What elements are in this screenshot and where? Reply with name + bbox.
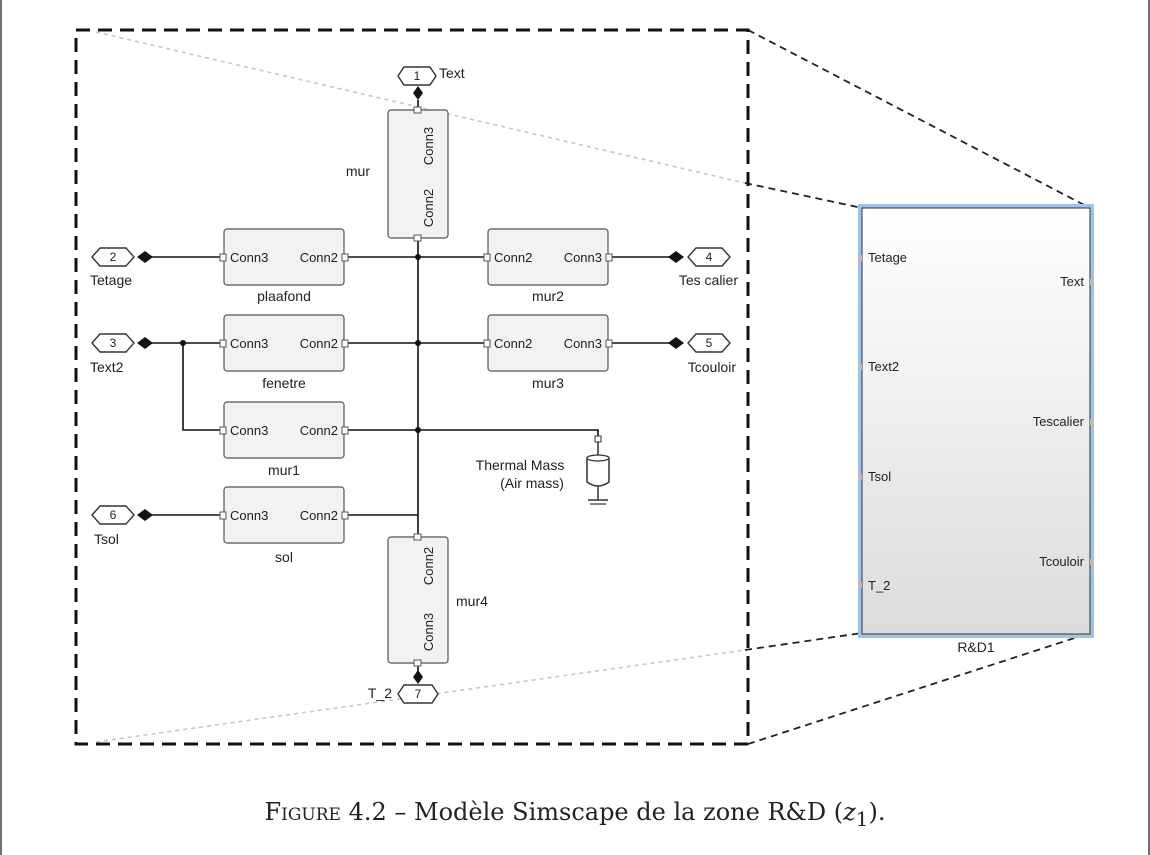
mur2-port-a: Conn2: [494, 250, 532, 265]
mur4-port-b: Conn3: [421, 613, 436, 651]
io-port-3-label: Text2: [90, 359, 124, 375]
zoom-line-top: [95, 31, 746, 184]
block-mur4[interactable]: Conn2 Conn3 mur4: [387, 533, 488, 667]
subsystem-port-tcouloir: Tcouloir: [1039, 554, 1084, 569]
thermal-mass-label-1: Thermal Mass: [476, 457, 565, 473]
caption-math-sub: 1: [855, 806, 869, 831]
io-port-5[interactable]: 5 Tcouloir: [668, 333, 737, 375]
thermal-mass[interactable]: Thermal Mass (Air mass): [476, 435, 610, 505]
svg-text:6: 6: [110, 508, 117, 522]
fenetre-port-a: Conn3: [230, 336, 268, 351]
fenetre-name: fenetre: [262, 375, 306, 391]
io-port-1[interactable]: 1 Text: [397, 65, 465, 100]
svg-text:4: 4: [706, 250, 713, 264]
svg-text:2: 2: [110, 250, 117, 264]
block-mur3[interactable]: Conn2 Conn3 mur3: [483, 314, 613, 391]
figure-caption: Figure 4.2 – Modèle Simscape de la zone …: [0, 798, 1150, 831]
io-port-4-label: Tes calier: [679, 272, 738, 288]
io-port-1-label: Text: [439, 65, 465, 81]
io-port-3[interactable]: 3 Text2: [90, 333, 153, 375]
thermal-mass-label-2: (Air mass): [500, 475, 564, 491]
block-plaafond[interactable]: Conn3 Conn2 plaafond: [219, 228, 349, 304]
junction-dots: [180, 254, 421, 433]
mur4-port-a: Conn2: [421, 547, 436, 585]
svg-text:5: 5: [706, 336, 713, 350]
mur4-name: mur4: [456, 593, 488, 609]
svg-text:7: 7: [415, 687, 422, 701]
figure-label: Figure 4.2: [264, 798, 387, 826]
zoom-connector-lower: [744, 632, 863, 651]
io-port-2[interactable]: 2 Tetage: [90, 247, 153, 288]
zoom-line-bottom: [95, 649, 746, 743]
sol-name: sol: [275, 549, 293, 565]
io-port-7[interactable]: 7 T_2: [368, 670, 439, 704]
mur3-port-b: Conn3: [564, 336, 602, 351]
subsystem-port-t2: T_2: [868, 578, 890, 593]
mur1-name: mur1: [268, 462, 300, 478]
io-port-4[interactable]: 4 Tes calier: [668, 247, 738, 288]
mur2-port-b: Conn3: [564, 250, 602, 265]
caption-math: z: [843, 798, 856, 826]
subsystem-port-tetage: Tetage: [868, 250, 907, 265]
zoom-connector-top: [747, 29, 1091, 209]
mur-name: mur: [346, 163, 370, 179]
plaafond-name: plaafond: [257, 288, 311, 304]
io-port-2-label: Tetage: [90, 272, 132, 288]
mur2-name: mur2: [532, 288, 564, 304]
caption-text: – Modèle Simscape de la zone R&D (: [386, 798, 844, 826]
zoom-connector-bottom: [747, 632, 1091, 745]
mur1-port-a: Conn3: [230, 423, 268, 438]
svg-text:1: 1: [414, 69, 421, 83]
plaafond-port-b: Conn2: [300, 250, 338, 265]
subsystem-port-text2: Text2: [868, 359, 899, 374]
io-port-6-label: Tsol: [94, 531, 119, 547]
mur3-port-a: Conn2: [494, 336, 532, 351]
mur-port-b: Conn2: [421, 189, 436, 227]
block-mur1[interactable]: Conn3 Conn2 mur1: [219, 401, 349, 478]
subsystem-port-tsol: Tsol: [868, 469, 891, 484]
block-mur[interactable]: Conn3 Conn2 mur: [346, 106, 449, 242]
subsystem-port-tescalier: Tescalier: [1033, 414, 1085, 429]
mur1-port-b: Conn2: [300, 423, 338, 438]
sol-port-a: Conn3: [230, 508, 268, 523]
subsystem-name: R&D1: [957, 639, 995, 655]
svg-text:3: 3: [110, 336, 117, 350]
zoom-frame: [74, 28, 750, 746]
io-port-5-label: Tcouloir: [688, 359, 737, 375]
block-mur2[interactable]: Conn2 Conn3 mur2: [483, 228, 613, 304]
subsystem-block[interactable]: Tetage Text2 Tsol T_2 Text Tescalier Tco…: [858, 204, 1094, 655]
fenetre-port-b: Conn2: [300, 336, 338, 351]
block-fenetre[interactable]: Conn3 Conn2 fenetre: [219, 314, 349, 391]
mur-port-a: Conn3: [421, 127, 436, 165]
plaafond-port-a: Conn3: [230, 250, 268, 265]
io-port-6[interactable]: 6 Tsol: [91, 505, 153, 547]
caption-end: ).: [868, 798, 886, 826]
io-port-7-label: T_2: [368, 685, 392, 701]
mur3-name: mur3: [532, 375, 564, 391]
block-sol[interactable]: Conn3 Conn2 sol: [219, 486, 349, 565]
zoom-connector-mid: [744, 182, 863, 209]
subsystem-port-text: Text: [1060, 274, 1084, 289]
sol-port-b: Conn2: [300, 508, 338, 523]
